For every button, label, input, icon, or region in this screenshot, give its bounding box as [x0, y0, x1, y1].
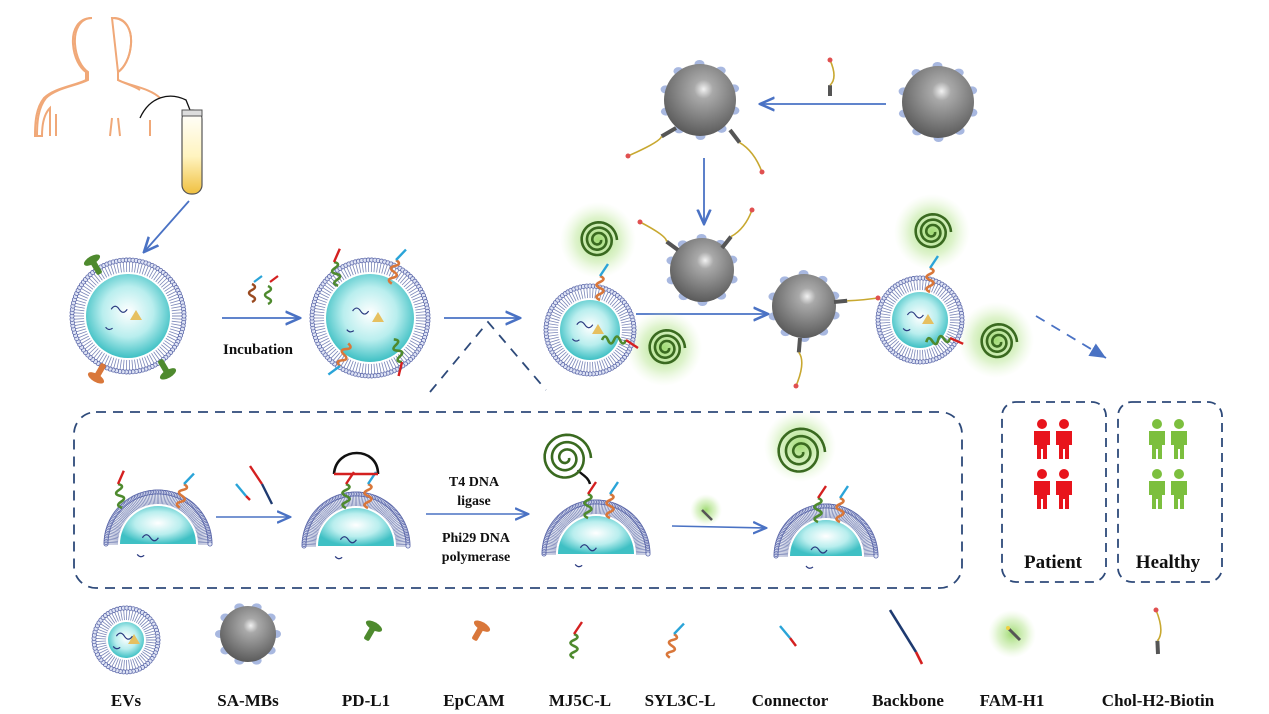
sa-mb-bead-middle — [637, 207, 755, 306]
mechanism-detail-box — [73, 411, 963, 589]
legend-mj5c-l-icon — [569, 621, 583, 660]
sa-mb-bead-functionalized — [625, 60, 765, 175]
ev-half-step1 — [103, 470, 213, 558]
mj5c-l-aptamer — [600, 335, 639, 349]
legend-item-fam-h1: FAM-H1 — [980, 610, 1045, 710]
phi29-label-line1: Phi29 DNA — [442, 531, 511, 546]
sa-mb-bead-capture — [768, 270, 881, 389]
healthy-person-icon — [1171, 419, 1187, 459]
bead-layer — [625, 57, 978, 389]
legend-item-sa-mbs: SA-MBs — [215, 603, 281, 710]
legend-item-evs: EVs — [91, 605, 161, 710]
healthy-label: Healthy — [1136, 552, 1201, 573]
aptamer-pair-icon — [247, 275, 279, 306]
legend-label: PD-L1 — [342, 691, 390, 710]
phi29-label-line2: polymerase — [442, 550, 510, 565]
legend-label: Connector — [752, 691, 829, 710]
legend-label: MJ5C-L — [549, 691, 611, 710]
human-silhouette-icon — [33, 16, 161, 137]
people-layer — [1034, 419, 1187, 509]
legend-item-chol-h2-biotin: Chol-H2-Biotin — [1102, 607, 1215, 710]
t4-ligase-label-line2: ligase — [457, 494, 490, 509]
fam-h1-probe-icon — [701, 509, 713, 521]
syl3c-l-aptamer — [327, 342, 352, 376]
patient-person-icon — [1034, 419, 1050, 459]
legend: EVs SA-MBs PD-L1 EpCAM MJ5C-L SYL3C-L Connecto… — [91, 603, 1215, 710]
healthy-person-icon — [1171, 469, 1187, 509]
ev-half-step3 — [541, 469, 651, 568]
healthy-person-icon — [1149, 469, 1165, 509]
ev-layer — [69, 194, 1034, 569]
legend-item-epcam: EpCAM — [443, 620, 505, 710]
syl3c-l-aptamer — [925, 255, 939, 294]
zoom-indicator-lines — [429, 320, 547, 393]
blood-tube-icon — [181, 109, 203, 195]
patient-person-icon — [1034, 469, 1050, 509]
mj5c-l-aptamer — [392, 338, 404, 377]
patient-person-icon — [1056, 419, 1072, 459]
patient-box — [1001, 401, 1107, 583]
t4-ligase-label-line1: T4 DNA — [449, 475, 500, 490]
epcam-marker — [87, 363, 106, 384]
legend-item-pd-l1: PD-L1 — [342, 620, 390, 710]
legend-item-mj5c-l: MJ5C-L — [549, 621, 611, 710]
arrow-to-detection — [1035, 315, 1107, 359]
ev-rca-product — [543, 263, 639, 377]
legend-pd-l1-icon — [364, 620, 383, 641]
connector-backbone-icon — [235, 465, 274, 505]
ev-half-step4 — [773, 485, 879, 569]
rca-spiral — [914, 212, 953, 249]
legend-label: EpCAM — [443, 691, 504, 710]
incubation-label: Incubation — [223, 342, 294, 358]
syl3c-l-aptamer — [387, 248, 407, 285]
syl3c-l-aptamer — [175, 472, 195, 509]
patient-label: Patient — [1024, 552, 1083, 573]
arrow-tube-to-ev — [144, 200, 190, 252]
healthy-person-icon — [1149, 419, 1165, 459]
ev-half-step2 — [301, 451, 411, 560]
healthy-box — [1117, 401, 1223, 583]
rca-spiral — [648, 328, 687, 365]
legend-backbone-icon — [888, 609, 924, 665]
pd-l1-marker — [83, 254, 102, 275]
legend-chol-h2-biotin-icon — [1153, 607, 1162, 655]
legend-label: Chol-H2-Biotin — [1102, 691, 1215, 710]
rca-spiral — [777, 427, 827, 473]
legend-label: SA-MBs — [217, 691, 279, 710]
mj5c-l-aptamer — [813, 485, 827, 524]
legend-label: SYL3C-L — [645, 691, 716, 710]
legend-item-backbone: Backbone — [872, 609, 944, 710]
rca-spiral — [580, 220, 619, 257]
legend-label: FAM-H1 — [980, 691, 1045, 710]
ev-aptamer-bound — [309, 248, 431, 379]
legend-fam-h1-icon — [988, 610, 1036, 658]
mj5c-l-aptamer — [114, 470, 126, 509]
legend-connector-icon — [779, 625, 797, 647]
legend-syl3c-l-icon — [665, 622, 685, 659]
mj5c-l-aptamer — [330, 248, 342, 287]
ev-plain — [69, 254, 187, 384]
syl3c-l-aptamer — [835, 485, 849, 524]
syl3c-l-aptamer — [595, 263, 609, 302]
rca-spiral — [980, 322, 1019, 359]
syl3c-l-aptamer — [605, 481, 619, 520]
legend-bead-icon — [215, 603, 281, 665]
legend-item-connector: Connector — [752, 625, 829, 710]
tube-connector-line — [139, 95, 191, 119]
legend-label: Backbone — [872, 691, 944, 710]
patient-person-icon — [1056, 469, 1072, 509]
mj5c-l-aptamer — [583, 481, 597, 520]
legend-ev-icon — [91, 605, 161, 675]
sa-mb-bead-plain — [898, 62, 978, 142]
legend-epcam-icon — [472, 620, 491, 641]
legend-label: EVs — [111, 691, 142, 710]
pd-l1-marker — [158, 359, 177, 380]
mj5c-l-aptamer — [925, 334, 964, 346]
arrow-detail-3 — [671, 526, 766, 528]
rca-spiral — [543, 433, 593, 479]
legend-item-syl3c-l: SYL3C-L — [645, 622, 716, 710]
ev-captured — [875, 255, 965, 365]
